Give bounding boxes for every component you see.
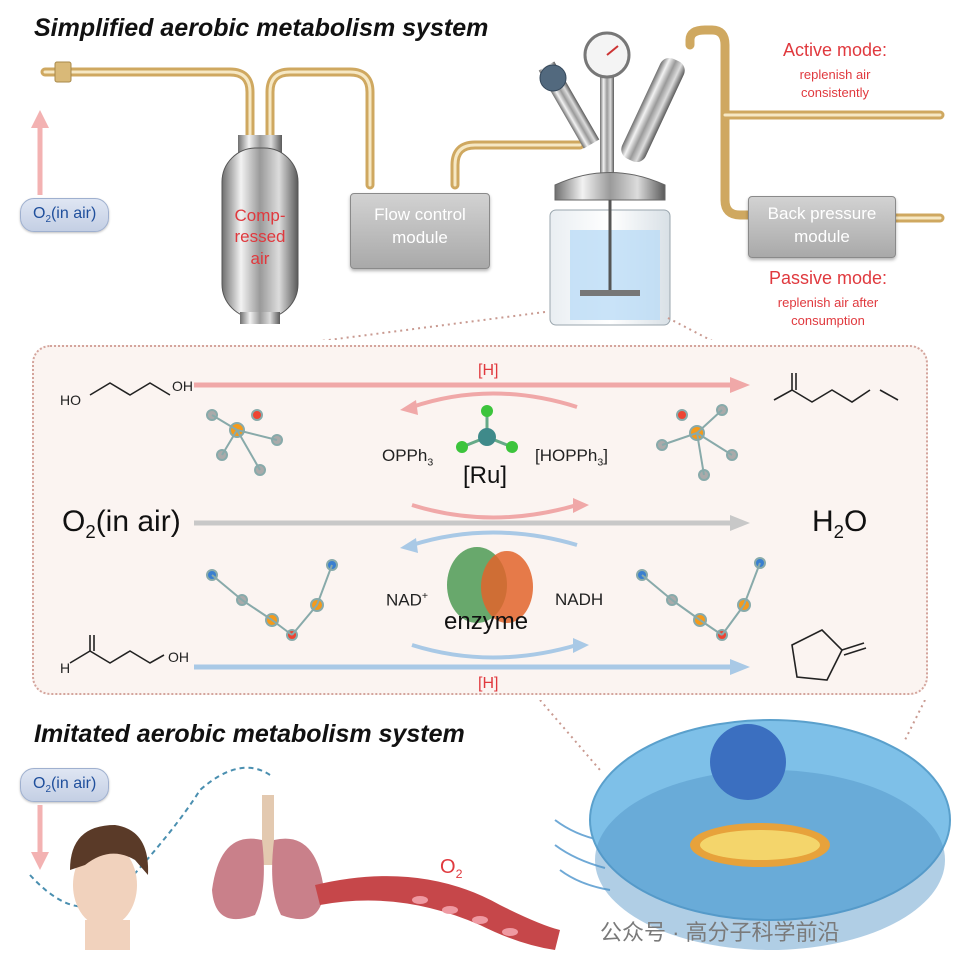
ru-cycle-top [411, 391, 578, 409]
nad-plus-label: NAD+ [386, 590, 429, 610]
flow-control-module: Flow control module [350, 193, 490, 269]
nucleus [710, 724, 786, 800]
o2-vessel-label: O2 [440, 856, 463, 881]
apparatus-diagram [31, 25, 945, 340]
nadh-molecule [636, 557, 766, 641]
red-blood-cells [412, 896, 518, 936]
ru-cycle-bottom [411, 503, 578, 520]
reactor-vessel [538, 31, 685, 326]
lungs [212, 795, 324, 920]
opph3-molecule [206, 409, 283, 476]
watermark: 公众号 · 高分子科学前沿 [600, 920, 840, 945]
human-head [70, 825, 149, 950]
biology-illustration [29, 700, 951, 950]
ru-complex [456, 405, 518, 453]
enzyme-cycle-top [411, 530, 578, 547]
hopph3-molecule [656, 404, 738, 481]
active-mode-desc: replenish air consistently [799, 67, 871, 100]
ketone-product-structure [773, 373, 899, 403]
aldehyde-structure [69, 635, 165, 664]
aldehyde-h: H [60, 660, 71, 676]
butanediol-structure [89, 382, 171, 396]
active-mode-title: Active mode: [782, 40, 888, 60]
o2-pill-suffix: (in air) [50, 205, 97, 222]
aldehyde-oh: OH [168, 649, 189, 665]
hopph3-label: [HOPPh3] [535, 446, 608, 469]
compressed-air-tank [221, 135, 299, 324]
reaction-panel [32, 345, 928, 695]
nadh-label: NADH [555, 590, 604, 609]
passive-mode-title: Passive mode: [768, 268, 888, 288]
h-top-label: [H] [478, 362, 499, 379]
cell [589, 719, 951, 950]
inlet-fitting [54, 61, 72, 83]
nad-plus-molecule [206, 559, 338, 641]
h-bottom-label: [H] [478, 675, 499, 692]
butanediol-ho: HO [60, 392, 81, 408]
h2o-label: H2O [812, 505, 868, 542]
top-heading: Simplified aerobic metabolism system [34, 14, 489, 42]
enzyme-label: enzyme [444, 608, 529, 635]
opph3-label: OPPh3 [382, 446, 434, 469]
passive-mode-desc: replenish air after consumption [777, 295, 879, 328]
butanediol-oh: OH [172, 378, 193, 394]
o2-breath-pill-suffix: (in air) [50, 775, 97, 792]
tank-label: Comp- ressed air [234, 206, 286, 268]
enzyme-protein [447, 547, 533, 623]
o2-source-pill: O2(in air) [20, 198, 110, 233]
reaction-scheme [69, 373, 899, 681]
ru-label: [Ru] [463, 462, 508, 489]
back-pressure-module: Back pressure module [748, 196, 896, 258]
blood-vessel [315, 876, 560, 950]
o2-breath-pill: O2(in air) [20, 768, 110, 803]
enzyme-cycle-bottom [411, 643, 578, 660]
bottom-heading: Imitated aerobic metabolism system [34, 720, 465, 748]
lactone-structure [791, 629, 867, 681]
o2-air-label: O2(in air) [62, 505, 181, 542]
